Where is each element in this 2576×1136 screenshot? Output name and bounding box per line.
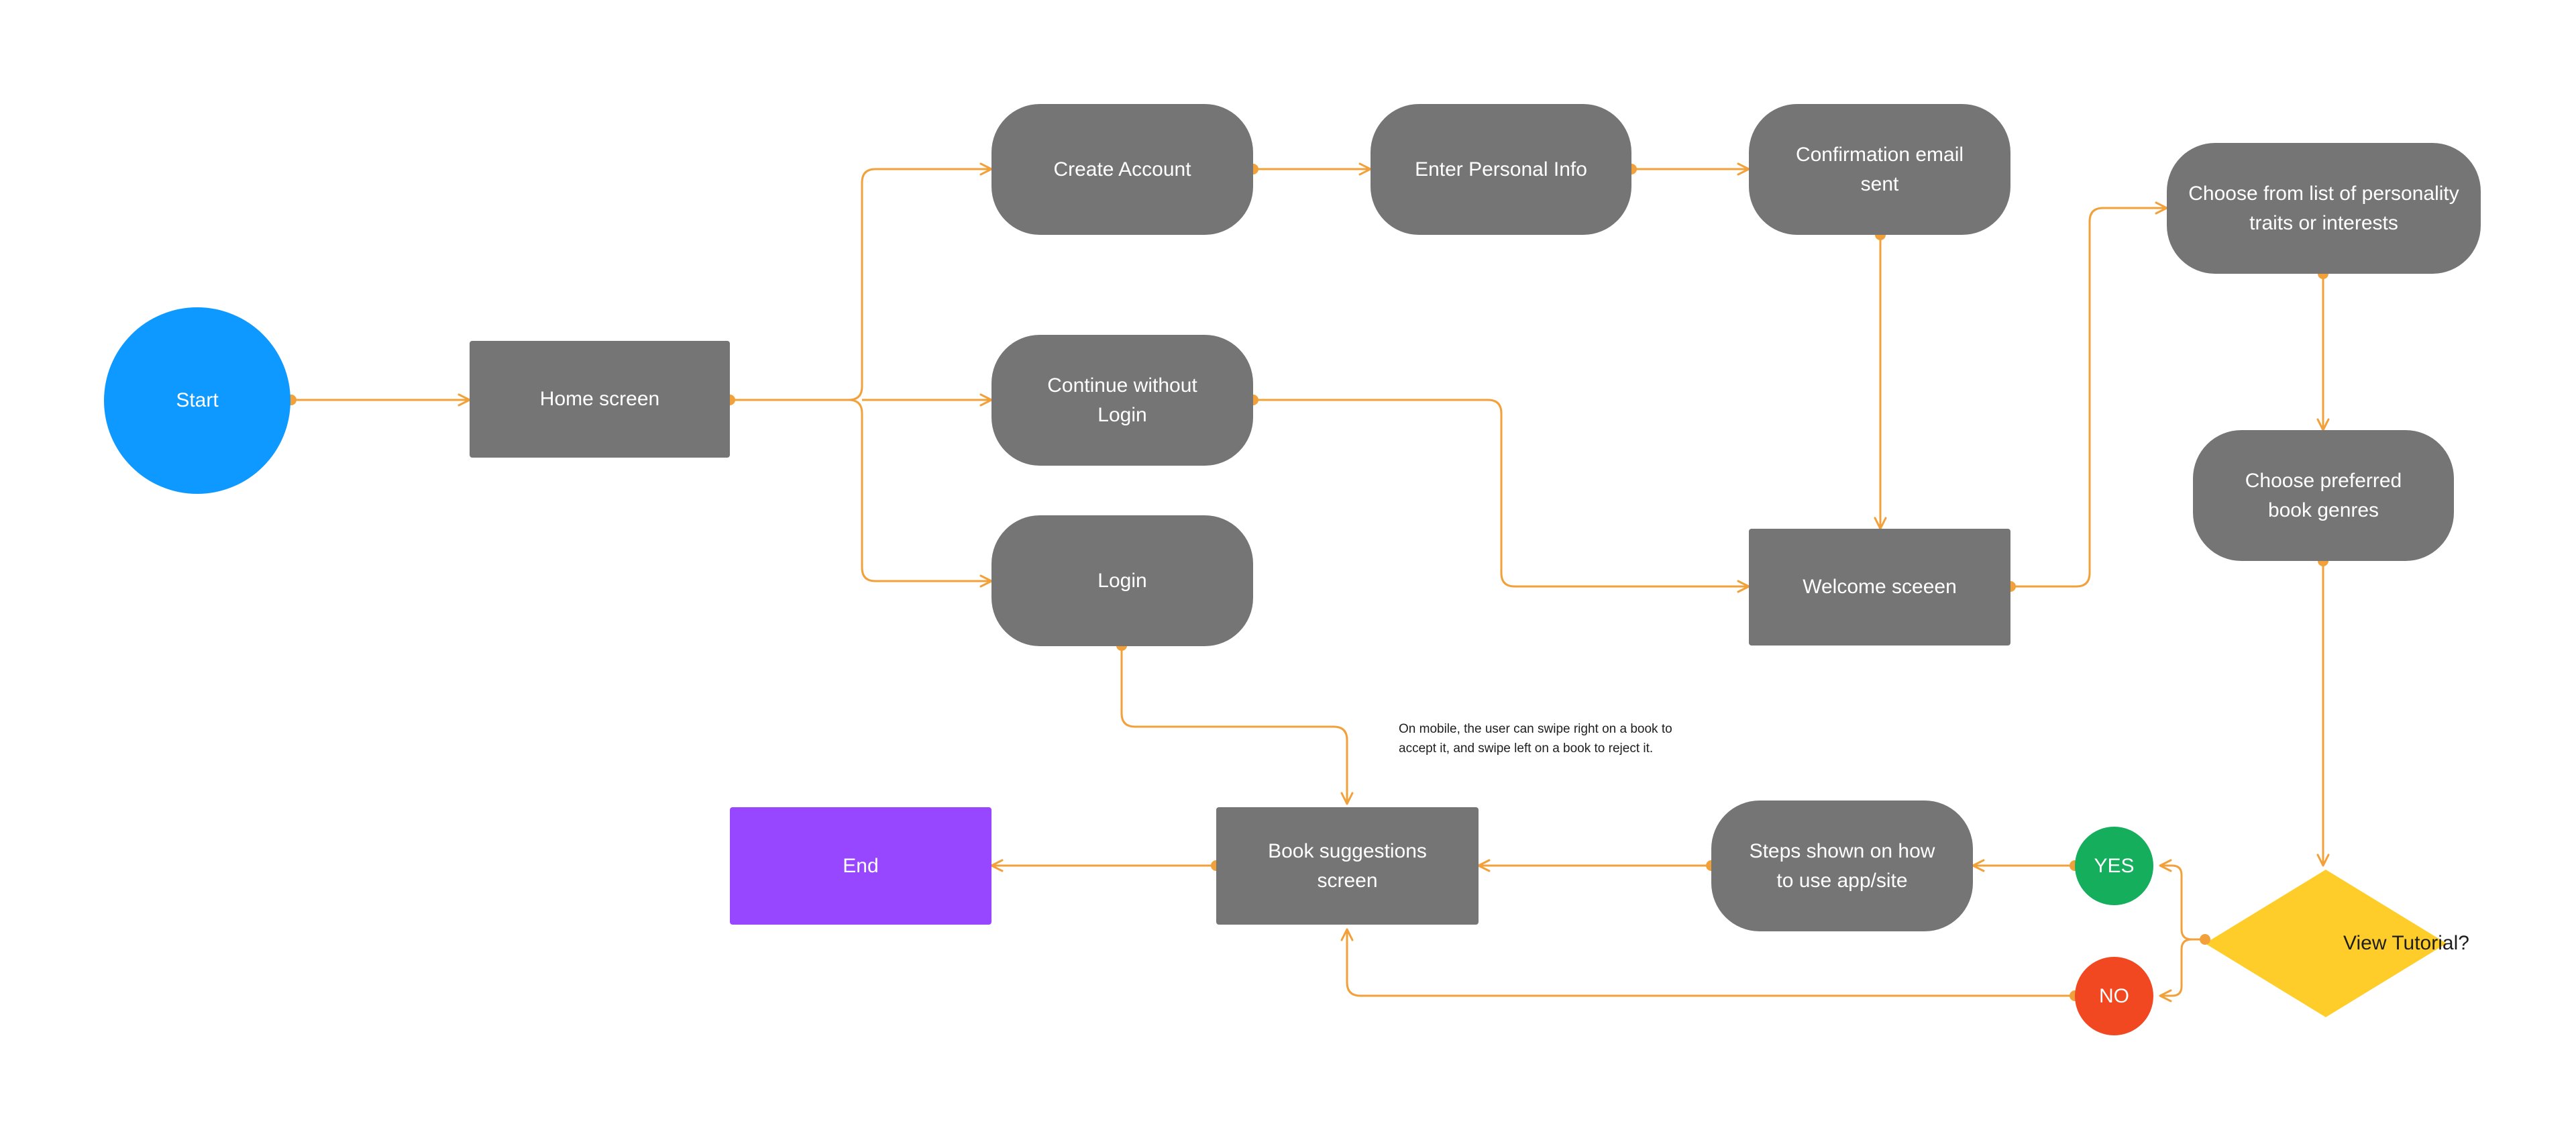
create-account-node[interactable]: Create Account: [991, 104, 1253, 235]
swipe-note: On mobile, the user can swipe right on a…: [1399, 722, 1672, 756]
end-node[interactable]: End: [730, 807, 991, 925]
enter-personal-info-node[interactable]: Enter Personal Info: [1371, 104, 1631, 235]
decision-diamond: [2205, 870, 2447, 1017]
edge-home-login: [848, 399, 993, 588]
edge-login-book: [1120, 646, 1354, 805]
edge-continue-welcome: [1253, 399, 1750, 593]
edge-decision-yes: [2159, 859, 2205, 941]
book-suggestions-node[interactable]: Book suggestions screen: [1216, 807, 1479, 925]
edge-no-book: [1340, 928, 2075, 997]
edge-welcome-traits: [2010, 201, 2168, 588]
no-node[interactable]: NO: [2075, 957, 2153, 1035]
choose-traits-node[interactable]: Choose from list of personality traits o…: [2167, 143, 2481, 274]
choose-genres-node[interactable]: Choose preferred book genres: [2193, 430, 2454, 561]
connector-dot: [2200, 934, 2210, 945]
start-node[interactable]: Start: [104, 307, 290, 494]
login-node[interactable]: Login: [991, 515, 1253, 646]
edge-decision-no: [2159, 938, 2192, 1002]
view-tutorial-decision-label[interactable]: View Tutorial?: [2343, 932, 2469, 954]
edge-home-create-account: [730, 162, 993, 401]
continue-without-login-node[interactable]: Continue without Login: [991, 335, 1253, 466]
welcome-screen-node[interactable]: Welcome sceeen: [1749, 529, 2010, 646]
steps-tutorial-node[interactable]: Steps shown on how to use app/site: [1711, 801, 1973, 931]
home-screen-node[interactable]: Home screen: [470, 341, 730, 458]
confirmation-email-node[interactable]: Confirmation email sent: [1749, 104, 2010, 235]
yes-node[interactable]: YES: [2075, 827, 2153, 905]
